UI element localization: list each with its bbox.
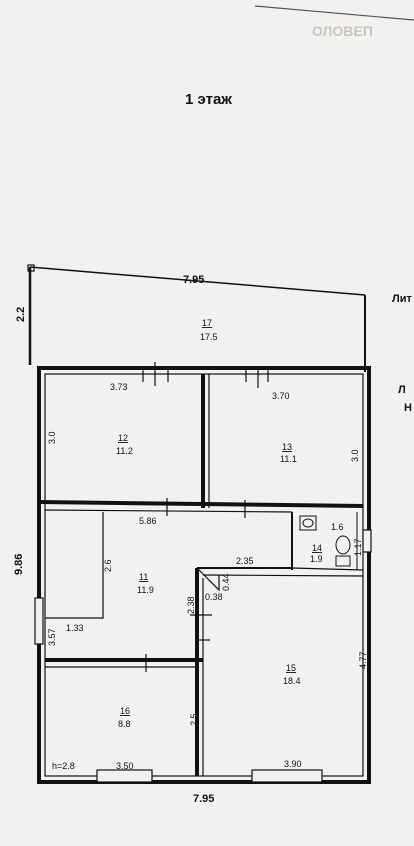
room-11-number: 11 [139,572,148,582]
walls [27,264,372,784]
dim-133: 1.33 [66,623,84,633]
toilet-icon [335,535,351,567]
lit-label-3: Н [404,402,412,414]
room-labels: 17 17.5 12 11.2 13 11.1 11 11.9 14 1.9 1… [116,318,323,729]
dim-30-left: 3.0 [47,431,57,444]
room-12-area: 11.2 [116,446,133,456]
room-14-area: 1.9 [310,554,323,564]
watermark-text: ОЛОВЕП [312,23,373,39]
overall-top-width: 7.95 [183,274,204,286]
lit-label-1: Лит [392,293,412,305]
room-11-area: 11.9 [137,585,154,595]
dim-350: 3.50 [116,761,134,771]
floor-title: 1 этаж [185,91,232,108]
room-15-number: 15 [286,663,296,673]
room-17-area: 17.5 [200,332,218,342]
dim-235: 2.35 [236,556,254,566]
room-16-number: 16 [120,706,130,716]
dim-16: 1.6 [331,522,344,532]
dim-370: 3.70 [272,391,290,401]
sink-icon [299,515,317,531]
paper-edge-line [254,5,414,21]
dim-25: 2.5 [189,713,199,726]
dim-586: 5.86 [139,516,157,526]
room-12-number: 12 [118,433,128,443]
overall-left-height: 9.86 [13,554,25,575]
room-16-area: 8.8 [118,719,131,729]
dim-238: 2.38 [186,596,196,614]
dim-30-right: 3.0 [350,449,360,462]
dim-26: 2.6 [103,559,113,572]
dim-044: 0.44 [221,573,231,591]
ceiling-height: h=2.8 [52,761,75,771]
dim-390: 3.90 [284,759,302,769]
lit-label-2: Л [398,384,406,396]
overall-bottom-width: 7.95 [193,793,214,805]
dim-117: 1.17 [353,538,363,556]
room-15-area: 18.4 [283,676,301,686]
dim-477: 4.77 [358,651,368,669]
room-13-area: 11.1 [280,454,297,464]
dim-357: 3.57 [47,628,57,646]
dim-373: 3.73 [110,382,128,392]
dimension-labels: 7.95 7.95 9.86 2.2 3.73 3.70 3.0 3.0 5.8… [13,274,368,805]
porch-depth: 2.2 [15,307,27,322]
room-13-number: 13 [282,442,292,452]
room-14-number: 14 [312,543,322,553]
dim-038: 0.38 [205,592,223,602]
room-17-number: 17 [202,318,212,328]
